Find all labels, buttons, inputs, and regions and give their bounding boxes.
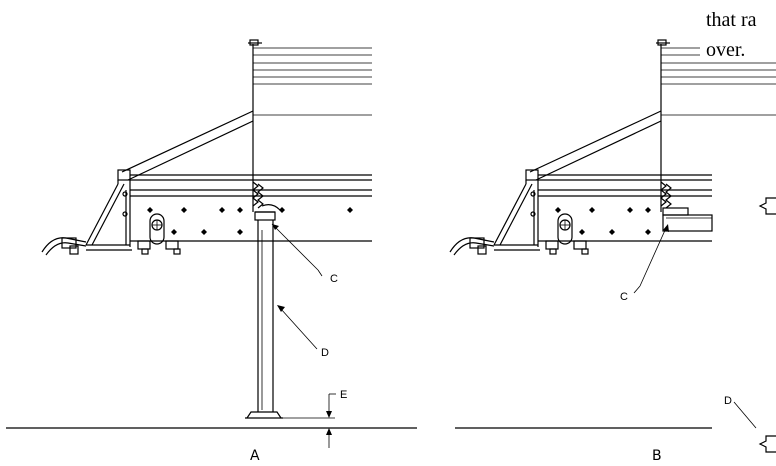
- hitch-bracket-a: [137, 213, 181, 255]
- callout-d-a: D: [277, 305, 329, 359]
- view-b-caption: B: [652, 448, 662, 464]
- bolt-pattern-a: [147, 207, 353, 235]
- break-symbols-b: [758, 197, 776, 453]
- dimension-e-label-a: E: [340, 389, 347, 401]
- prose-line-2: over.: [706, 39, 745, 61]
- callout-c-b: C: [620, 224, 669, 303]
- sloped-brace-a: [121, 110, 254, 181]
- view-a-caption: A: [250, 448, 260, 464]
- view-a: C D E A: [6, 39, 417, 464]
- bolt-pattern-b: [555, 207, 651, 235]
- latch-handle-b: [449, 237, 495, 256]
- callout-c-a: C: [271, 223, 338, 285]
- latch-handle-a: [41, 237, 87, 256]
- spring-hook-b: [660, 181, 672, 209]
- hitch-bracket-b: [545, 213, 589, 255]
- view-b: C D B: [449, 39, 776, 464]
- mast-a: [248, 39, 262, 212]
- prose-line-1: that ra: [706, 9, 757, 31]
- cab-body-b: [493, 169, 712, 251]
- cab-body-a: [85, 169, 372, 251]
- dimension-e-a: E: [283, 389, 347, 448]
- callout-c-label-a: C: [330, 273, 338, 285]
- stowed-leg-b: [662, 207, 713, 232]
- mast-b: [656, 39, 670, 212]
- callout-d-label-b: D: [724, 395, 732, 407]
- spring-hook-a: [252, 181, 281, 211]
- sloped-brace-b: [529, 110, 662, 181]
- callout-d-label-a: D: [321, 347, 329, 359]
- callout-d-b: D: [724, 395, 757, 429]
- callout-c-label-b: C: [620, 291, 628, 303]
- upper-panel-lines-b: [661, 47, 776, 116]
- upper-panel-lines-a: [253, 47, 372, 116]
- support-leg-a: [245, 211, 283, 419]
